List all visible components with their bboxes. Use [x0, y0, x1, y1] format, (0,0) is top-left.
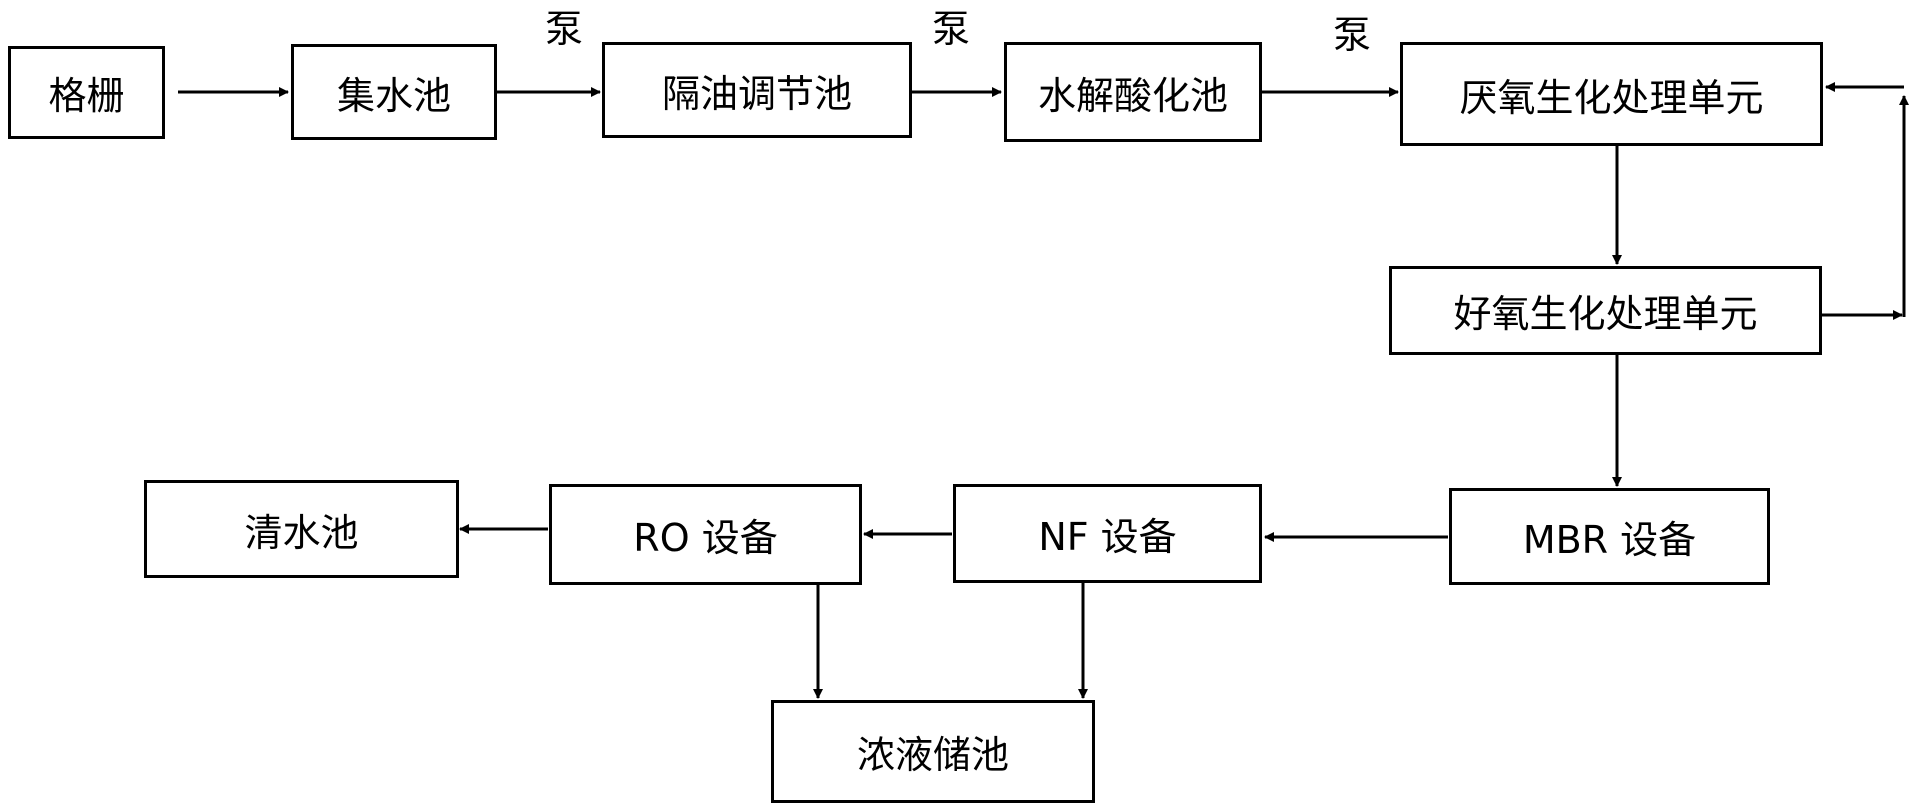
node-mbr: MBR 设备 [1449, 488, 1770, 585]
pump-label-1: 泵 [545, 7, 584, 51]
node-collection-tank: 集水池 [291, 44, 497, 140]
node-hydrolysis-tank: 水解酸化池 [1004, 42, 1262, 142]
node-ro: RO 设备 [549, 484, 862, 585]
pump-label-3: 泵 [1333, 13, 1372, 57]
node-nf: NF 设备 [953, 484, 1262, 583]
node-anaerobic-unit: 厌氧生化处理单元 [1400, 42, 1823, 146]
pump-label-2: 泵 [932, 7, 971, 51]
node-aerobic-unit: 好氧生化处理单元 [1389, 266, 1822, 355]
node-clear-water-tank: 清水池 [144, 480, 459, 578]
node-concentrate-tank: 浓液储池 [771, 700, 1095, 803]
node-grating: 格栅 [8, 46, 165, 139]
node-oil-separation-tank: 隔油调节池 [602, 42, 912, 138]
